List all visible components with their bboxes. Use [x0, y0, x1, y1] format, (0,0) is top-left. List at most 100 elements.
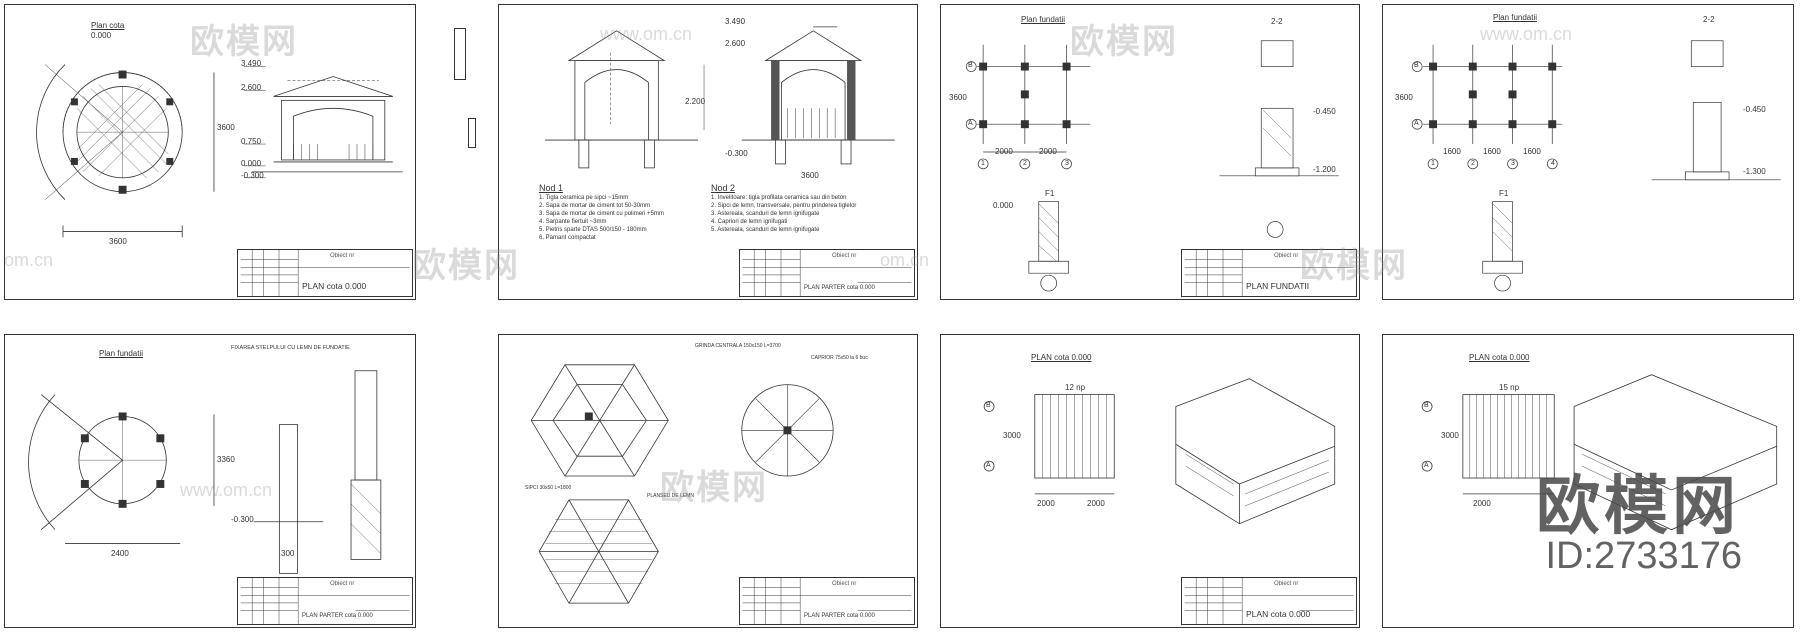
label-deck: PLANSEU DE LEMN — [647, 493, 694, 499]
dim-depth: 3000 — [1441, 431, 1459, 440]
level-floor: 0.000 — [241, 159, 262, 168]
section-label: 2-2 — [1703, 15, 1715, 24]
dim-span-3: 1600 — [1523, 147, 1541, 156]
axis-b: B — [1414, 62, 1419, 69]
dim-span-2: 2000 — [1039, 147, 1057, 156]
sheet-title: Plan fundatii — [1021, 15, 1066, 24]
gazebo-sections-drawing — [545, 26, 895, 169]
level-bottom: -1.200 — [1313, 165, 1336, 174]
axis-b: B — [1424, 402, 1429, 409]
node2-note-2: 2. Sipci de lemn, transversale, pentru p… — [711, 203, 857, 209]
title-block: Obiect nr PLAN PARTER cota 0.000 — [739, 577, 915, 625]
level-roof: 3.490 — [725, 17, 746, 26]
dim-span-1: 2000 — [995, 147, 1013, 156]
level-floor: 0.000 — [993, 201, 1014, 210]
dim-span-1: 1600 — [1443, 147, 1461, 156]
level-roof: 3.490 — [241, 59, 262, 68]
title-block: Obiect nr PLAN cota 0.000 — [237, 249, 413, 297]
title-block: Obiect nr PLAN FUNDATII — [1181, 249, 1357, 297]
gazebo-plan-drawing — [36, 64, 403, 238]
fixing-note: FIXAREA STELPULUI CU LEMN DE FUNDATIE — [231, 345, 350, 351]
title-block-code: Obiect nr — [832, 253, 857, 259]
title-block-name: PLAN FUNDATII — [1246, 281, 1310, 291]
node2-note-1: 1. Invelitoare: tigla profilata ceramica… — [711, 195, 847, 201]
plank-count: 12 np — [1065, 383, 1086, 392]
sheet-title: Plan fundatii — [99, 349, 144, 358]
dim-depth: 3600 — [1395, 93, 1413, 102]
round-foundation-drawing — [28, 370, 382, 574]
node2-note-4: 4. Capriori de lemn ignifugati — [711, 219, 788, 225]
axis-1: 1 — [1431, 160, 1435, 167]
axis-a: A — [1414, 120, 1419, 127]
label-rafter: CAPRIOR 75x50 la 6 buc — [811, 355, 868, 361]
title-block-code: Obiect nr — [330, 581, 355, 587]
sheet-plan-rect-b: PLAN cota 0.000 15 np B A 2000 3000 — [1382, 334, 1794, 628]
node1-note-4: 4. Sarpante fiertuit ~3mm — [539, 219, 607, 225]
level-ground: -0.300 — [231, 515, 254, 524]
dim-height: 2.200 — [685, 97, 706, 106]
title-block-name: PLAN cota 0.000 — [1246, 609, 1311, 619]
rect-gazebo-drawing — [1421, 374, 1778, 531]
title-block-name: PLAN cota 0.000 — [302, 281, 367, 291]
title-block-code: Obiect nr — [1274, 253, 1299, 259]
title-block: Obiect nr PLAN PARTER cota 0.000 — [739, 249, 915, 297]
sheet-foundation-b: Plan fundatii 2-2 F1 A B 1 2 3 4 1600 16… — [1382, 4, 1794, 300]
node2-note-5: 5. Astereala, scanduri de lemn ignifugat… — [711, 227, 820, 233]
axis-a: A — [968, 120, 973, 127]
axis-b: B — [968, 62, 973, 69]
node2-note-3: 3. Astereala, scanduri de lemn ignifugat… — [711, 211, 820, 217]
level-top: -0.450 — [1743, 105, 1766, 114]
title-block: Obiect nr PLAN PARTER cota 0.000 — [237, 577, 413, 625]
label-battens: SIPCI 30x50 L=1800 — [525, 485, 572, 491]
title-block-name: PLAN PARTER cota 0.000 — [804, 613, 875, 619]
dim-depth: 3600 — [949, 93, 967, 102]
dim-span-2: 2000 — [1087, 499, 1105, 508]
level-bottom: -1.300 — [1743, 167, 1766, 176]
axis-a: A — [1424, 462, 1429, 469]
label-central-beam: GRINDA CENTRALA 150x150 L=3700 — [695, 343, 781, 349]
axis-3: 3 — [1511, 160, 1515, 167]
title-block-code: Obiect nr — [832, 581, 857, 587]
title-block-code: Obiect nr — [330, 253, 355, 259]
detail-label: F1 — [1499, 189, 1509, 198]
dim-height: 3600 — [217, 123, 235, 132]
sheet-cota: 0.000 — [91, 31, 112, 40]
sheet-foundation-round: Plan fundatii FIXAREA STELPULUI CU LEMN … — [4, 334, 416, 628]
sheet-roof-framing: GRINDA CENTRALA 150x150 L=3700 CAPRIOR 7… — [498, 334, 918, 628]
dim-width: 3600 — [109, 237, 127, 246]
plank-count: 15 np — [1499, 383, 1520, 392]
dim-width: 2400 — [111, 549, 129, 558]
node1-note-1: 1. Tigla ceramica pe sipci ~15mm — [539, 195, 629, 201]
node1-title: Nod 1 — [539, 183, 564, 193]
level-ground: -0.300 — [725, 149, 748, 158]
dim-height: 3360 — [217, 455, 235, 464]
sheet-title: Plan fundatii — [1493, 13, 1538, 22]
axis-a: A — [986, 462, 991, 469]
detail-label: F1 — [1045, 189, 1055, 198]
section-label: 2-2 — [1271, 17, 1283, 26]
sheet-title: PLAN cota 0.000 — [1031, 353, 1092, 362]
dim-footing: 300 — [281, 549, 295, 558]
node1-note-5: 5. Pietris sparte DTAS 500/150 - 180mm — [539, 227, 647, 233]
axis-1: 1 — [981, 160, 985, 167]
sheet-foundation-a: Plan fundatii 2-2 F1 A B 1 2 3 2000 2000… — [940, 4, 1360, 300]
sheet-title: PLAN cota 0.000 — [1469, 353, 1530, 362]
axis-2: 2 — [1023, 160, 1027, 167]
brand-logo: 欧模网 — [1536, 470, 1740, 542]
title-block: Obiect nr PLAN cota 0.000 — [1181, 577, 1357, 625]
level-ground: -0.300 — [241, 171, 264, 180]
level-top: -0.450 — [1313, 107, 1336, 116]
dim-span-1: 2000 — [1037, 499, 1055, 508]
dim-span: 2000 — [1473, 499, 1491, 508]
brand-id: ID:2733176 — [1545, 535, 1743, 577]
node1-note-6: 6. Pamant compactat — [539, 235, 596, 241]
node1-note-2: 2. Sapa de mortar de ciment tot 50-30mm — [539, 203, 651, 209]
dim-span-2: 1600 — [1483, 147, 1501, 156]
sheet-plan-cota: Plan cota 0.000 3600 3600 3.490 2.600 0.… — [4, 4, 416, 300]
level-rail: 0.750 — [241, 137, 262, 146]
level-eave: 2.600 — [241, 83, 262, 92]
title-block-name: PLAN PARTER cota 0.000 — [804, 285, 875, 291]
axis-4: 4 — [1551, 160, 1555, 167]
dim-width: 3600 — [801, 171, 819, 180]
roof-framing-drawing — [530, 364, 834, 604]
